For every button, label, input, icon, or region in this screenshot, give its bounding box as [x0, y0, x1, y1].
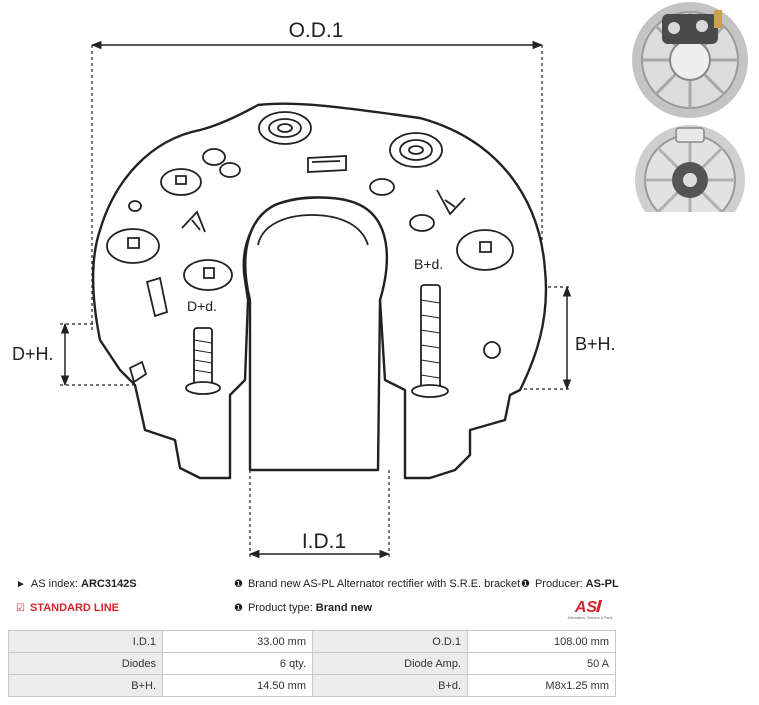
tag-icon: ►	[16, 578, 26, 590]
rectifier-technical-drawing: O.D.1 I.D.1 D+H. B+H. D+d. B+d.	[12, 19, 616, 560]
spec-value: 14.50 mm	[162, 674, 313, 697]
as-index-row: ► AS index: ARC3142S	[16, 578, 137, 590]
producer-value: AS-PL	[585, 578, 619, 590]
as-index-label: AS index:	[30, 578, 78, 590]
producer-row: ❶ Producer: AS-PL	[521, 578, 619, 590]
logo-tagline: Alternators, Starters & Parts	[568, 616, 613, 620]
product-type-value: Brand new	[315, 602, 373, 614]
spec-key: B+H.	[8, 674, 163, 697]
table-row: I.D.1 33.00 mm O.D.1 108.00 mm	[8, 630, 616, 653]
as-pl-logo: AS Alternators, Starters & Parts	[568, 599, 613, 620]
description-row: ❶ Brand new AS-PL Alternator rectifier w…	[234, 578, 520, 590]
dd-label: D+d.	[187, 298, 217, 314]
spec-key: B+d.	[312, 674, 468, 697]
spec-value: M8x1.25 mm	[467, 674, 616, 697]
od-label: O.D.1	[289, 19, 344, 42]
table-row: Diodes 6 qty. Diode Amp. 50 A	[8, 652, 616, 675]
center-opening	[244, 196, 389, 472]
info-circle-icon: ❶	[521, 578, 530, 590]
spec-value: 6 qty.	[162, 652, 313, 675]
spec-key: I.D.1	[8, 630, 163, 653]
product-type-row: ❶ Product type: Brand new	[234, 602, 372, 614]
spec-key: O.D.1	[312, 630, 468, 653]
spec-key: Diodes	[8, 652, 163, 675]
info-circle-icon: ❶	[234, 602, 243, 614]
product-description: Brand new AS-PL Alternator rectifier wit…	[247, 578, 521, 590]
spec-value: 50 A	[467, 652, 616, 675]
spec-table: I.D.1 33.00 mm O.D.1 108.00 mm Diodes 6 …	[8, 630, 616, 697]
product-photo-bottom	[635, 125, 745, 212]
product-photo-top	[632, 2, 748, 118]
check-square-icon: ☑	[16, 602, 25, 614]
producer-label: Producer:	[534, 578, 583, 590]
info-circle-icon: ❶	[234, 578, 243, 590]
id-label: I.D.1	[302, 530, 346, 553]
spec-value: 33.00 mm	[162, 630, 313, 653]
as-index-value: ARC3142S	[81, 578, 137, 590]
product-type-label: Product type:	[247, 602, 313, 614]
spec-value: 108.00 mm	[467, 630, 616, 653]
product-photos	[632, 2, 748, 212]
standard-line-row: ☑ STANDARD LINE	[16, 602, 119, 614]
bd-label: B+d.	[414, 256, 443, 272]
product-info: ► AS index: ARC3142S ❶ Brand new AS-PL A…	[16, 578, 619, 622]
bh-label: B+H.	[575, 334, 616, 354]
table-row: B+H. 14.50 mm B+d. M8x1.25 mm	[8, 674, 616, 697]
logo-text: AS	[574, 599, 598, 616]
dh-label: D+H.	[12, 344, 54, 364]
standard-line-label: STANDARD LINE	[29, 602, 119, 614]
d-plus-bolt	[193, 327, 213, 387]
spec-key: Diode Amp.	[312, 652, 468, 675]
